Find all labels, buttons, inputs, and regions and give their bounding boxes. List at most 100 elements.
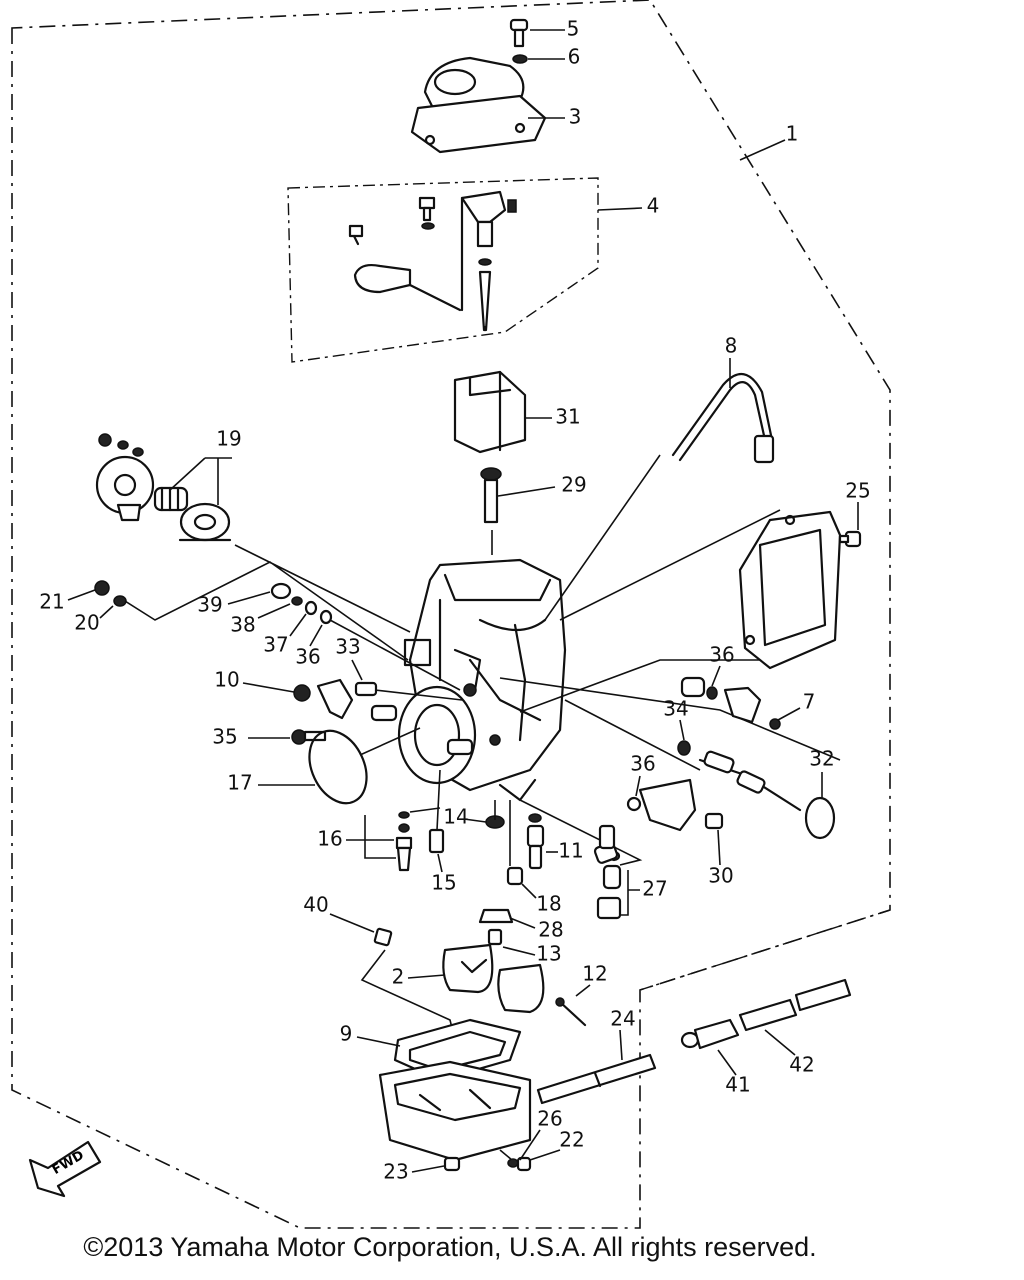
part-label-26: 26 bbox=[519, 1107, 563, 1161]
svg-text:36: 36 bbox=[709, 643, 734, 667]
svg-text:41: 41 bbox=[725, 1073, 750, 1097]
jet-18 bbox=[506, 866, 524, 886]
fitting-41 bbox=[680, 1018, 740, 1050]
part-label-5: 5 bbox=[530, 17, 579, 41]
clip-7 bbox=[769, 718, 781, 730]
part-label-14: 14 bbox=[443, 805, 487, 829]
svg-text:23: 23 bbox=[383, 1160, 408, 1184]
svg-text:8: 8 bbox=[725, 334, 738, 358]
part-label-22: 22 bbox=[529, 1128, 585, 1161]
float-2 bbox=[442, 943, 545, 1014]
svg-text:21: 21 bbox=[39, 590, 64, 614]
lever-7-group bbox=[723, 686, 762, 724]
part-36a bbox=[319, 609, 333, 625]
part-label-27: 27 bbox=[620, 870, 668, 916]
o-ring-17 bbox=[308, 729, 368, 805]
svg-text:27: 27 bbox=[642, 877, 667, 901]
svg-text:22: 22 bbox=[559, 1128, 584, 1152]
svg-text:28: 28 bbox=[538, 918, 563, 942]
part-label-37: 37 bbox=[263, 613, 307, 657]
screw-33 bbox=[354, 681, 378, 697]
part-label-12: 12 bbox=[575, 962, 608, 997]
float-bowl bbox=[378, 1060, 532, 1162]
svg-text:37: 37 bbox=[263, 633, 288, 657]
part-label-18: 18 bbox=[521, 883, 562, 916]
sub-boundary-41-42 bbox=[639, 909, 891, 991]
part-label-36-upper: 36 bbox=[709, 643, 735, 687]
part-label-33: 33 bbox=[335, 635, 363, 681]
fitting-36b bbox=[680, 676, 718, 700]
hose-8 bbox=[678, 381, 767, 462]
svg-text:5: 5 bbox=[567, 17, 580, 41]
svg-text:25: 25 bbox=[845, 479, 870, 503]
part-label-16: 16 bbox=[317, 815, 396, 859]
part-label-29: 29 bbox=[497, 473, 587, 497]
plunger-27 bbox=[596, 850, 622, 920]
part-label-4: 4 bbox=[597, 194, 660, 218]
svg-text:40: 40 bbox=[303, 893, 328, 917]
screw-40 bbox=[373, 927, 393, 947]
svg-text:6: 6 bbox=[568, 45, 581, 69]
part-label-28: 28 bbox=[509, 917, 564, 942]
part-label-2: 2 bbox=[392, 965, 446, 989]
svg-text:24: 24 bbox=[610, 1007, 635, 1031]
part-label-25: 25 bbox=[845, 479, 871, 530]
part-label-36-lower: 36 bbox=[630, 752, 656, 797]
washer-20 bbox=[113, 595, 127, 607]
jet-15 bbox=[428, 828, 445, 854]
svg-text:38: 38 bbox=[230, 613, 255, 637]
svg-text:39: 39 bbox=[197, 593, 222, 617]
nut-10 bbox=[293, 684, 311, 702]
svg-text:32: 32 bbox=[809, 747, 834, 771]
washer-6 bbox=[512, 54, 528, 64]
svg-text:33: 33 bbox=[335, 635, 360, 659]
part-label-35: 35 bbox=[212, 725, 290, 749]
part-label-34: 34 bbox=[663, 697, 689, 741]
svg-text:14: 14 bbox=[443, 805, 468, 829]
leader-lines bbox=[124, 326, 841, 1165]
hose-42 bbox=[738, 978, 852, 1032]
svg-text:29: 29 bbox=[561, 473, 586, 497]
svg-text:35: 35 bbox=[212, 725, 237, 749]
chamber-cover bbox=[738, 510, 842, 670]
part-37 bbox=[304, 600, 318, 616]
spring-screws bbox=[370, 704, 474, 756]
pump-cover-19 bbox=[95, 433, 155, 522]
part-label-8: 8 bbox=[725, 334, 738, 388]
jet-13 bbox=[487, 928, 503, 946]
pump-spring bbox=[153, 486, 189, 512]
part-label-24: 24 bbox=[610, 1007, 636, 1061]
needle-set-boundary bbox=[287, 177, 599, 363]
part-label-23: 23 bbox=[383, 1160, 445, 1184]
svg-text:34: 34 bbox=[663, 697, 688, 721]
pin-12 bbox=[555, 997, 587, 1027]
svg-text:4: 4 bbox=[647, 194, 660, 218]
svg-text:26: 26 bbox=[537, 1107, 562, 1131]
part-39 bbox=[270, 582, 292, 600]
top-cover bbox=[410, 56, 547, 154]
hose-8-fitting bbox=[753, 434, 775, 464]
needle-valve-29 bbox=[480, 467, 502, 524]
jet-11 bbox=[526, 813, 545, 870]
part-label-10: 10 bbox=[214, 668, 295, 693]
fwd-direction-badge: FWD bbox=[28, 1140, 102, 1198]
svg-text:11: 11 bbox=[558, 839, 583, 863]
svg-text:31: 31 bbox=[555, 405, 580, 429]
part-label-41: 41 bbox=[717, 1049, 751, 1097]
part-near-34 bbox=[598, 824, 616, 850]
svg-text:18: 18 bbox=[536, 892, 561, 916]
screw-22 bbox=[507, 1156, 532, 1172]
part-label-31: 31 bbox=[525, 405, 581, 429]
svg-text:42: 42 bbox=[789, 1053, 814, 1077]
part-label-21: 21 bbox=[39, 589, 96, 614]
part-label-36-left: 36 bbox=[295, 624, 323, 669]
part-38 bbox=[291, 596, 303, 606]
part-label-39: 39 bbox=[197, 591, 271, 617]
svg-text:30: 30 bbox=[708, 864, 733, 888]
part-label-13: 13 bbox=[502, 942, 562, 966]
drain-screw-23 bbox=[443, 1156, 461, 1172]
seat-28 bbox=[478, 908, 514, 924]
part-label-40: 40 bbox=[303, 893, 375, 933]
starter-plunger-32 bbox=[698, 750, 836, 840]
